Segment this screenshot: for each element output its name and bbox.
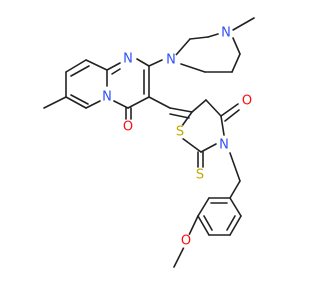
atom-s-ring: S [173, 125, 187, 140]
atom-label: N [102, 90, 112, 105]
bond [189, 36, 209, 40]
bond [203, 215, 213, 231]
bond [70, 65, 90, 77]
bond [65, 96, 87, 109]
bond [169, 107, 193, 113]
bond [188, 215, 199, 236]
bond [220, 103, 239, 117]
bond [229, 197, 242, 217]
bond [113, 100, 129, 109]
bond [180, 63, 206, 73]
bonds [43, 17, 255, 268]
atom-labels: N N N N N O O O [100, 26, 254, 249]
bond [197, 197, 210, 217]
atom-o-methoxy: O [179, 234, 193, 249]
atom-n-piperazine-4: N [219, 26, 233, 41]
bond [229, 152, 241, 182]
bond [197, 215, 210, 236]
bond [148, 96, 171, 109]
atom-o-thiazolidinone: O [240, 94, 254, 109]
bond [106, 62, 121, 71]
bond [65, 59, 87, 73]
atom-label: N [123, 52, 133, 67]
bond [70, 94, 89, 105]
bond [169, 113, 190, 119]
bond [136, 58, 150, 67]
bond [43, 96, 67, 109]
bond [173, 246, 185, 268]
atom-label: O [242, 94, 252, 109]
bond [226, 215, 236, 231]
bond [232, 37, 241, 55]
atom-n-piperazine-1: N [164, 53, 178, 68]
bond [148, 59, 163, 67]
bond [205, 99, 222, 117]
bond [85, 100, 101, 109]
bond [207, 33, 219, 38]
bond [85, 59, 108, 71]
bond [232, 17, 255, 31]
bond [229, 215, 242, 236]
bond [220, 115, 225, 136]
atom-label: N [221, 26, 231, 41]
bond [127, 96, 150, 109]
bond [200, 143, 217, 153]
bond [229, 180, 241, 199]
atom-n-pyrimidine-top: N [121, 52, 135, 67]
atom-n-thiazolidinone: N [217, 138, 231, 153]
bond [181, 111, 193, 127]
atom-label: N [166, 53, 176, 68]
atom-label: N [219, 138, 229, 153]
bond [224, 109, 240, 122]
bond [111, 68, 121, 75]
atom-n-bridgehead: N [100, 90, 114, 105]
atom-label: O [123, 120, 133, 135]
bond [175, 38, 191, 56]
bond [231, 53, 241, 73]
bond [181, 137, 202, 153]
atom-s-thione: S [193, 168, 207, 183]
bond [191, 99, 207, 113]
atom-label: S [176, 125, 184, 140]
atom-o-pyrimidinone: O [121, 120, 135, 135]
molecule-structure-diagram: N N N N N O O O [43, 17, 255, 268]
atom-label: O [181, 234, 191, 249]
atom-label: S [196, 168, 204, 183]
